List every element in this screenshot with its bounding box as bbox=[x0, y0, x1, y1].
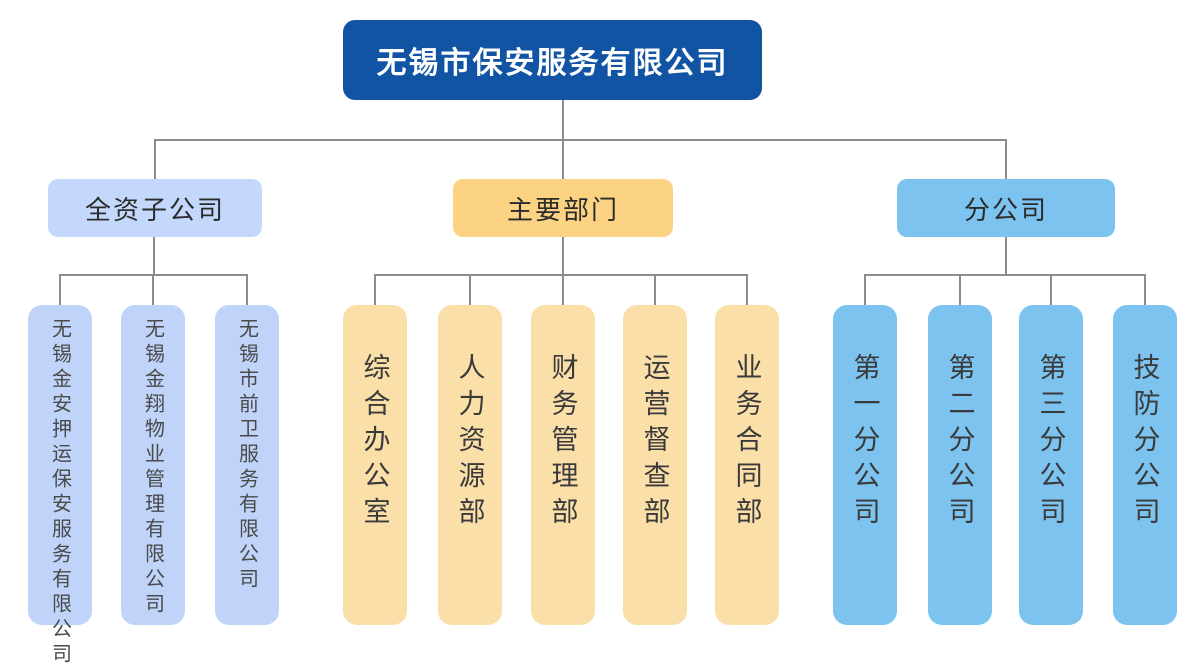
connector-line bbox=[1005, 237, 1007, 275]
connector-line bbox=[59, 274, 61, 305]
node-label: 第二分公司 bbox=[944, 353, 975, 533]
node-label: 第一分公司 bbox=[849, 353, 880, 533]
category-label: 主要部门 bbox=[506, 194, 619, 225]
connector-line bbox=[1050, 274, 1052, 305]
connector-line bbox=[1005, 139, 1007, 179]
node-second-branch: 第二分公司 bbox=[928, 305, 992, 625]
category-label: 全资子公司 bbox=[84, 194, 225, 225]
node-business-contract-department: 业务合同部 bbox=[715, 305, 779, 625]
root-title: 无锡市保安服务有限公司 bbox=[376, 47, 729, 80]
connector-line bbox=[654, 274, 656, 305]
node-label: 无锡金翔物业管理有限公司 bbox=[141, 318, 164, 618]
connector-line bbox=[562, 237, 564, 275]
node-label: 运营督查部 bbox=[639, 353, 670, 533]
connector-line bbox=[864, 274, 1146, 276]
connector-line bbox=[562, 139, 564, 179]
node-label: 技防分公司 bbox=[1129, 353, 1160, 533]
connector-line bbox=[152, 274, 154, 305]
category-branches: 分公司 bbox=[897, 179, 1115, 237]
connector-line bbox=[153, 237, 155, 275]
connector-line bbox=[154, 139, 1007, 141]
node-technical-defense-branch: 技防分公司 bbox=[1113, 305, 1177, 625]
node-jinan-escort-company: 无锡金安押运保安服务有限公司 bbox=[28, 305, 92, 668]
node-general-office: 综合办公室 bbox=[343, 305, 407, 625]
node-label: 人力资源部 bbox=[454, 353, 485, 533]
connector-line bbox=[562, 274, 564, 305]
node-first-branch: 第一分公司 bbox=[833, 305, 897, 625]
connector-line bbox=[374, 274, 376, 305]
root-node: 无锡市保安服务有限公司 bbox=[343, 20, 762, 100]
node-jinxiang-property-company: 无锡金翔物业管理有限公司 bbox=[121, 305, 185, 625]
node-label: 财务管理部 bbox=[547, 353, 578, 533]
connector-line bbox=[562, 100, 564, 140]
connector-line bbox=[959, 274, 961, 305]
node-third-branch: 第三分公司 bbox=[1019, 305, 1083, 625]
node-label: 无锡金安押运保安服务有限公司 bbox=[48, 318, 71, 668]
connector-line bbox=[746, 274, 748, 305]
node-operations-supervision-department: 运营督查部 bbox=[623, 305, 687, 625]
category-label: 分公司 bbox=[963, 194, 1048, 225]
connector-line bbox=[246, 274, 248, 305]
node-finance-department: 财务管理部 bbox=[531, 305, 595, 625]
node-hr-department: 人力资源部 bbox=[438, 305, 502, 625]
node-label: 业务合同部 bbox=[731, 353, 762, 533]
connector-line bbox=[864, 274, 866, 305]
node-label: 无锡市前卫服务有限公司 bbox=[235, 318, 258, 593]
node-qianwei-service-company: 无锡市前卫服务有限公司 bbox=[215, 305, 279, 625]
connector-line bbox=[469, 274, 471, 305]
org-chart: 无锡市保安服务有限公司 全资子公司 主要部门 分公司 无锡金安押运保安服务有限公… bbox=[28, 20, 1177, 668]
node-label: 综合办公室 bbox=[359, 353, 390, 533]
connector-line bbox=[374, 274, 747, 276]
node-label: 第三分公司 bbox=[1035, 353, 1066, 533]
category-subsidiaries: 全资子公司 bbox=[48, 179, 262, 237]
category-departments: 主要部门 bbox=[453, 179, 673, 237]
connector-line bbox=[154, 139, 156, 179]
connector-line bbox=[1144, 274, 1146, 305]
